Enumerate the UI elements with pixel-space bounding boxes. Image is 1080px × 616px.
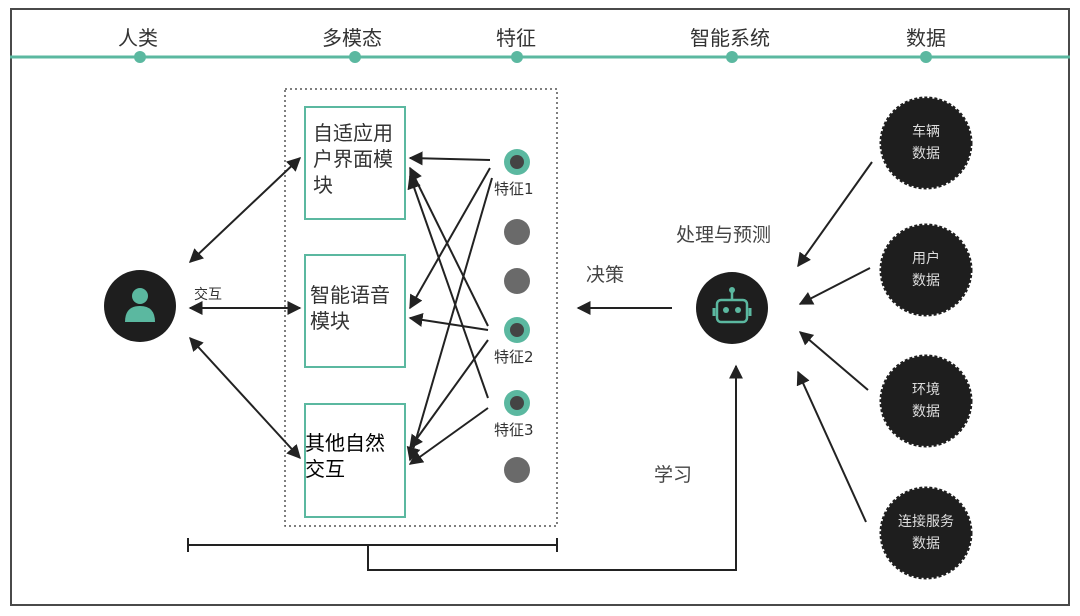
arrow-f2-other (409, 339, 489, 450)
data-label-services: 连接服务 数据 (881, 511, 971, 555)
arrow-f1-ui (408, 151, 491, 166)
stage-label-human: 人类 (118, 26, 158, 50)
arrow-f3-other (408, 407, 489, 465)
feature-label-3: 特征3 (494, 421, 534, 439)
feature-label-1: 特征1 (494, 180, 534, 198)
arrow-f2-voice (408, 312, 489, 331)
feature-node-plain-3 (504, 457, 530, 483)
robot-icon (696, 272, 768, 344)
processing-label: 处理与预测 (676, 224, 772, 246)
data-label-vehicle-line1: 车辆 (912, 124, 940, 140)
feature-node-2 (504, 317, 530, 343)
arrow-human-ui (188, 157, 302, 263)
decision-label: 决策 (586, 264, 625, 286)
data-circle-user (879, 223, 973, 317)
feature-node-plain-2 (504, 268, 530, 294)
arrow-services-system (796, 370, 867, 523)
feature-node-1 (504, 149, 530, 175)
data-label-user: 用户 数据 (881, 248, 971, 292)
stage-label-data: 数据 (906, 26, 946, 50)
data-label-environment-line1: 环境 (912, 382, 940, 398)
data-circle-environment (879, 354, 973, 448)
module-box-voice (304, 254, 406, 368)
data-circle-vehicle (879, 96, 973, 190)
multimodal-container (284, 88, 558, 527)
arrow-f3-ui (407, 174, 489, 399)
data-label-user-line1: 用户 (912, 251, 940, 267)
arrow-vehicle-system (797, 161, 873, 268)
data-label-environment: 环境 数据 (881, 379, 971, 423)
arrow-f2-ui (409, 166, 489, 327)
stage-label-features: 特征 (496, 26, 536, 50)
module-label-adaptive-ui: 自适应用户界面模块 (313, 121, 393, 197)
timeline-dot-system (726, 51, 738, 63)
timeline-dot-human (134, 51, 146, 63)
module-label-voice: 智能语音模块 (310, 283, 390, 333)
feature-label-2: 特征2 (494, 348, 534, 366)
arrow-human-other (189, 336, 301, 460)
arrow-learning (367, 364, 743, 571)
module-box-other (304, 403, 406, 518)
data-label-environment-line2: 数据 (912, 404, 940, 420)
data-label-vehicle: 车辆 数据 (881, 121, 971, 165)
diagram-frame (10, 8, 1070, 606)
person-icon (104, 270, 176, 342)
feature-node-3 (504, 390, 530, 416)
stage-label-multimodal: 多模态 (322, 26, 382, 50)
timeline-dot-features (511, 51, 523, 63)
data-circle-services (879, 486, 973, 580)
timeline-dot-multimodal (349, 51, 361, 63)
timeline-dot-data (920, 51, 932, 63)
arrow-env-system (798, 331, 869, 391)
arrow-user-system (798, 267, 871, 305)
feature-node-plain-1 (504, 219, 530, 245)
data-label-services-line2: 数据 (912, 536, 940, 552)
interaction-label: 交互 (194, 287, 222, 303)
arrow-f1-other (406, 177, 493, 462)
data-label-services-line1: 连接服务 (898, 514, 954, 530)
stage-label-system: 智能系统 (690, 26, 770, 50)
module-box-adaptive-ui (304, 106, 406, 220)
learning-label: 学习 (654, 464, 693, 486)
data-label-user-line2: 数据 (912, 273, 940, 289)
data-label-vehicle-line2: 数据 (912, 146, 940, 162)
arrow-f1-voice (409, 167, 491, 310)
module-label-other: 其他自然交互 (305, 431, 385, 481)
